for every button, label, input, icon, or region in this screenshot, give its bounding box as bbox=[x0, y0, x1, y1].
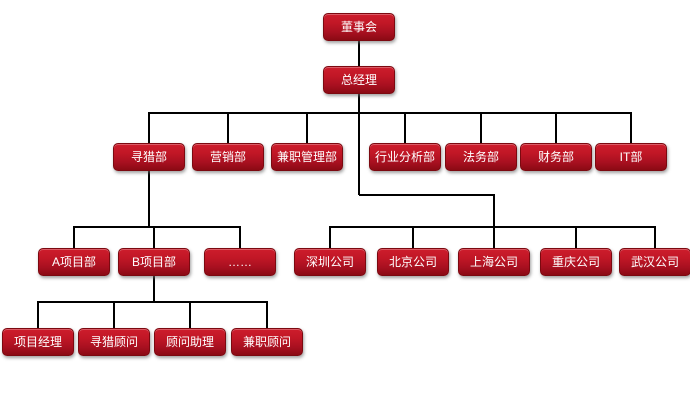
org-node-general-manager: 总经理 bbox=[323, 66, 395, 94]
org-node-dept-caiwu: 财务部 bbox=[520, 143, 592, 171]
org-node-dept-it: IT部 bbox=[595, 143, 667, 171]
org-node-co-wuhan: 武汉公司 bbox=[619, 248, 690, 276]
org-node-role-jingli: 项目经理 bbox=[2, 328, 74, 356]
org-node-co-beijing: 北京公司 bbox=[377, 248, 449, 276]
org-node-role-guwen: 寻猎顾问 bbox=[78, 328, 150, 356]
org-node-proj-more: …… bbox=[204, 248, 276, 276]
org-node-role-zhuli: 顾问助理 bbox=[154, 328, 226, 356]
org-node-board: 董事会 bbox=[323, 13, 395, 41]
org-node-dept-yingxiao: 营销部 bbox=[192, 143, 264, 171]
org-node-proj-b: B项目部 bbox=[118, 248, 190, 276]
org-node-dept-xunlie: 寻猎部 bbox=[113, 143, 185, 171]
org-node-dept-jianzhi: 兼职管理部 bbox=[271, 143, 343, 171]
org-node-co-shenzhen: 深圳公司 bbox=[294, 248, 366, 276]
org-node-co-shanghai: 上海公司 bbox=[458, 248, 530, 276]
org-node-dept-fawu: 法务部 bbox=[445, 143, 517, 171]
org-node-proj-a: A项目部 bbox=[38, 248, 110, 276]
org-node-co-chongqing: 重庆公司 bbox=[540, 248, 612, 276]
org-node-role-jianzhi: 兼职顾问 bbox=[231, 328, 303, 356]
org-node-dept-hangye: 行业分析部 bbox=[369, 143, 441, 171]
